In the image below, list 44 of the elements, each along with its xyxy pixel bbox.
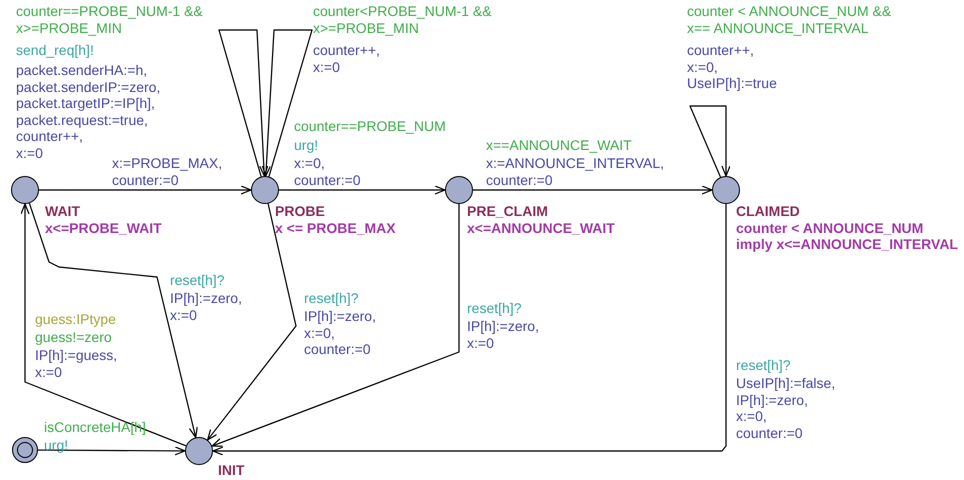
transition-arrow bbox=[262, 29, 313, 177]
transition-arrow bbox=[473, 185, 713, 195]
guard-label: guess!=zero bbox=[35, 329, 112, 346]
transition-arrow bbox=[279, 185, 446, 195]
invariant-label: x<=PROBE_WAIT bbox=[45, 220, 162, 236]
select-label: guess:IPtype bbox=[35, 311, 116, 328]
transition-arrow bbox=[689, 105, 731, 178]
update-label: IP[h]:=zero, x:=0 bbox=[467, 318, 539, 351]
invariant-label: x <= PROBE_MAX bbox=[275, 220, 396, 236]
transition-arrow bbox=[212, 204, 727, 456]
location-name: WAIT bbox=[45, 203, 81, 220]
guard-label: counter==PROBE_NUM-1 && x>=PROBE_MIN bbox=[16, 3, 203, 36]
transition-arrow bbox=[206, 204, 297, 441]
transition-arrow bbox=[38, 446, 186, 456]
guard-label: isConcreteHA[h] bbox=[44, 419, 146, 436]
transition-arrow bbox=[39, 185, 252, 195]
sync-label: urg! bbox=[44, 437, 68, 454]
update-label: UseIP[h]:=false, IP[h]:=zero, x:=0, counter:=0 bbox=[736, 375, 836, 441]
sync-label: urg! bbox=[294, 137, 318, 154]
update-label: counter++, x:=0 bbox=[313, 42, 380, 75]
sync-label: reset[h]? bbox=[304, 290, 358, 306]
location-name: PROBE bbox=[275, 203, 326, 220]
location-name: CLAIMED bbox=[736, 203, 801, 220]
sync-label: reset[h]? bbox=[467, 300, 522, 316]
update-label: x:=ANNOUNCE_INTERVAL, counter:=0 bbox=[486, 155, 664, 188]
sync-label: send_req[h]! bbox=[16, 42, 94, 58]
location-name: INIT bbox=[218, 462, 244, 478]
transition-arrow bbox=[218, 29, 268, 177]
guard-label: counter < ANNOUNCE_NUM && x== ANNOUNCE_INTERVAL bbox=[687, 3, 892, 36]
invariant-label: x<=ANNOUNCE_WAIT bbox=[467, 220, 615, 236]
guard-label: counter<PROBE_NUM-1 && x>=PROBE_MIN bbox=[313, 3, 492, 36]
update-label: counter++, x:=0, UseIP[h]:=true bbox=[687, 42, 777, 92]
guard-label: counter==PROBE_NUM bbox=[294, 118, 446, 134]
sync-label: reset[h]? bbox=[736, 357, 790, 374]
guard-label: x==ANNOUNCE_WAIT bbox=[486, 137, 632, 154]
update-label: IP[h]:=guess, x:=0 bbox=[35, 347, 118, 380]
update-label: x:=PROBE_MAX, counter:=0 bbox=[112, 155, 222, 188]
update-label: IP[h]:=zero, x:=0 bbox=[170, 290, 242, 323]
transition-arrow bbox=[211, 204, 460, 447]
location-name: PRE_CLAIM bbox=[467, 203, 549, 220]
update-label: x:=0, counter:=0 bbox=[294, 155, 361, 188]
sync-label: reset[h]? bbox=[170, 272, 224, 288]
update-label: IP[h]:=zero, x:=0, counter:=0 bbox=[304, 308, 376, 358]
invariant-label: counter < ANNOUNCE_NUM imply x<=ANNOUNCE_INTERVAL bbox=[736, 220, 959, 252]
